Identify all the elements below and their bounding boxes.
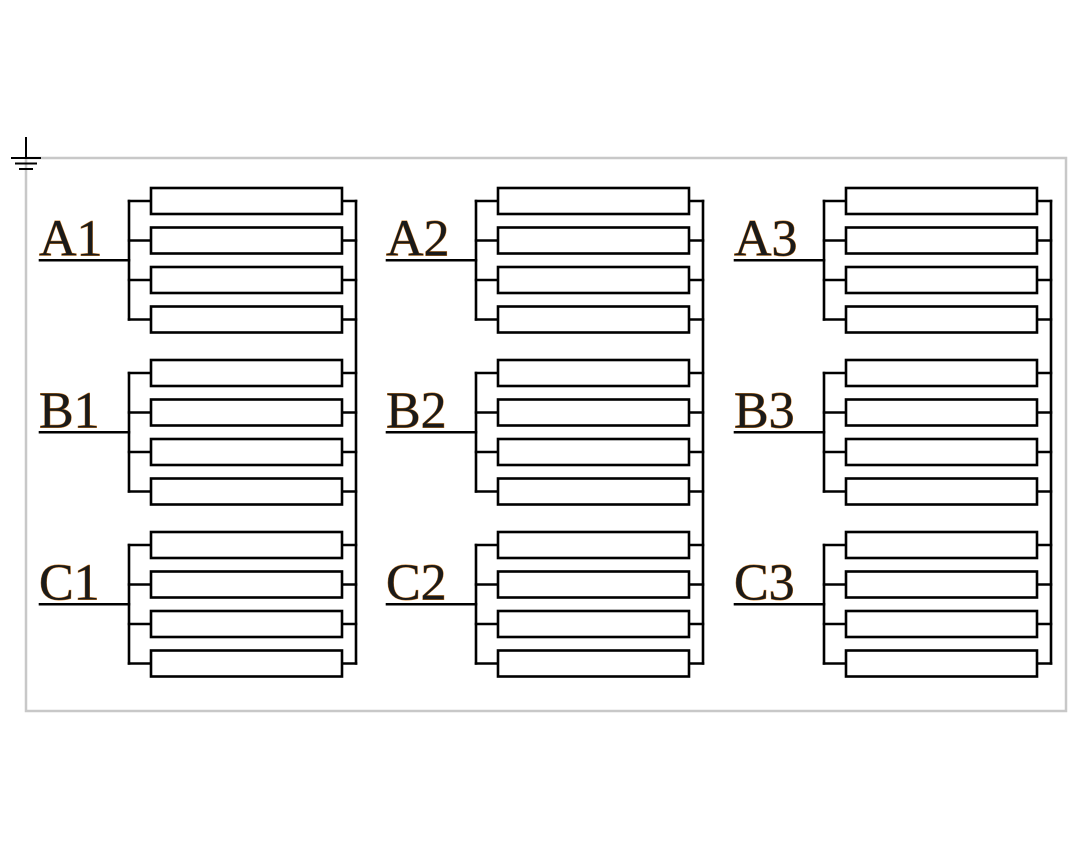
resistor bbox=[149, 226, 344, 255]
resistor bbox=[149, 186, 344, 216]
phase-label: C1 bbox=[39, 554, 100, 611]
resistor bbox=[496, 477, 691, 506]
resistor-group: B3 bbox=[734, 358, 1053, 506]
resistor bbox=[844, 609, 1039, 639]
resistor bbox=[149, 477, 344, 506]
phase-label: B1 bbox=[39, 382, 100, 439]
resistor bbox=[844, 570, 1039, 599]
resistor bbox=[149, 358, 344, 388]
resistor bbox=[496, 649, 691, 678]
resistor bbox=[496, 570, 691, 599]
resistor bbox=[496, 398, 691, 427]
resistor bbox=[844, 530, 1039, 560]
resistor bbox=[844, 358, 1039, 388]
ground-symbol-icon bbox=[11, 137, 41, 170]
resistor-group: C1 bbox=[39, 530, 358, 678]
resistor bbox=[844, 305, 1039, 334]
phase-label: B2 bbox=[386, 382, 447, 439]
resistor bbox=[496, 186, 691, 216]
resistor bbox=[496, 305, 691, 334]
resistor bbox=[844, 437, 1039, 467]
resistor bbox=[496, 609, 691, 639]
resistor-group: A1 bbox=[39, 186, 358, 334]
resistor bbox=[496, 226, 691, 255]
phase-label: C3 bbox=[734, 554, 795, 611]
resistor bbox=[844, 265, 1039, 295]
resistor bbox=[496, 530, 691, 560]
resistor-group: C3 bbox=[734, 530, 1053, 678]
resistor bbox=[496, 358, 691, 388]
resistor bbox=[149, 398, 344, 427]
resistor-group: C2 bbox=[386, 530, 705, 678]
resistor bbox=[844, 649, 1039, 678]
resistor bbox=[844, 226, 1039, 255]
resistor bbox=[844, 186, 1039, 216]
resistor bbox=[149, 265, 344, 295]
resistor-group: A2 bbox=[386, 186, 705, 334]
enclosure-frame bbox=[24, 156, 1068, 713]
resistor bbox=[149, 649, 344, 678]
phase-label: A1 bbox=[39, 210, 103, 267]
resistor-group: B1 bbox=[39, 358, 358, 506]
resistor bbox=[844, 477, 1039, 506]
phase-label: C2 bbox=[386, 554, 447, 611]
phase-label: B3 bbox=[734, 382, 795, 439]
resistor bbox=[149, 437, 344, 467]
resistor bbox=[149, 530, 344, 560]
resistor bbox=[496, 437, 691, 467]
resistor bbox=[496, 265, 691, 295]
resistor bbox=[149, 305, 344, 334]
resistor bbox=[844, 398, 1039, 427]
resistor bbox=[149, 570, 344, 599]
phase-label: A2 bbox=[386, 210, 450, 267]
resistor-group: A3 bbox=[734, 186, 1053, 334]
phase-label: A3 bbox=[734, 210, 798, 267]
resistor bbox=[149, 609, 344, 639]
resistor-group: B2 bbox=[386, 358, 705, 506]
